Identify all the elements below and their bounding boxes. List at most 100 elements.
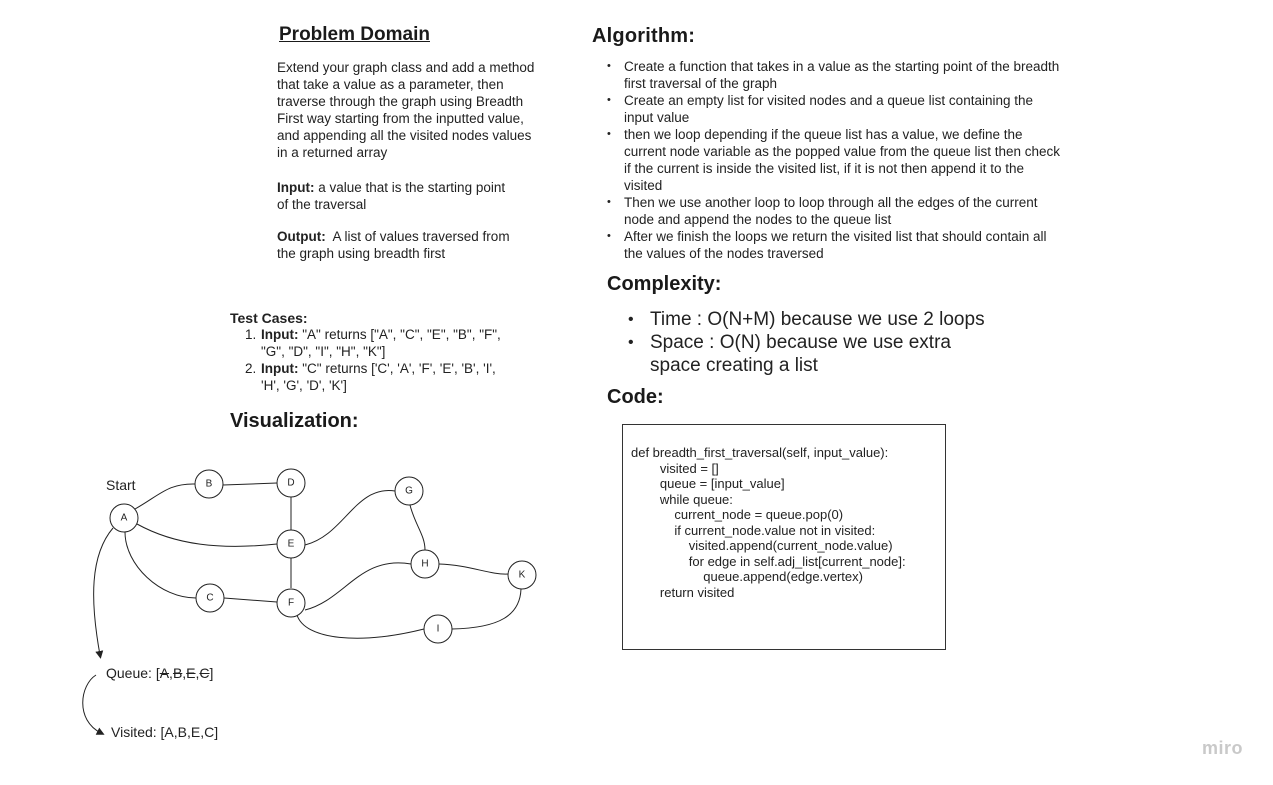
test-case-item: 2. Input: "C" returns ['C', 'A', 'F', 'E… [245, 360, 545, 394]
edge-start-queue [93, 527, 114, 659]
code-title: Code: [607, 386, 664, 408]
node-k-label: K [519, 570, 526, 581]
input-text: of the traversal [277, 197, 367, 212]
test-case-number: 1. [245, 327, 257, 342]
code-line: if current_node.value not in visited: [631, 522, 876, 538]
complexity-time: Time : O(N+M) because we use 2 loops [628, 308, 1028, 331]
description-line: in a returned array [277, 145, 388, 160]
edge-i-k [451, 588, 522, 630]
code-line: for edge in self.adj_list[current_node]: [631, 553, 906, 569]
code-line: while queue: [631, 491, 733, 507]
step-line: then we loop depending if the queue list… [624, 127, 1023, 142]
queue-item: C [199, 665, 210, 681]
algorithm-step: Then we use another loop to loop through… [607, 194, 1107, 228]
node-d-label: D [287, 478, 294, 489]
output-label: Output: [277, 229, 326, 244]
queue-item: B [172, 665, 183, 681]
algorithm-steps: Create a function that takes in a value … [607, 58, 1107, 262]
edge-queue-visited [82, 674, 105, 735]
step-line: current node variable as the popped valu… [624, 144, 1061, 159]
algorithm-step: Create a function that takes in a value … [607, 58, 1107, 92]
complexity-space: Space : O(N) because we use extra space … [628, 331, 1028, 377]
description-line: traverse through the graph using Breadth [277, 94, 524, 109]
node-k [507, 560, 537, 590]
node-a [109, 503, 139, 533]
edge-e-g [304, 490, 396, 546]
step-line: After we finish the loops we return the … [624, 229, 1047, 244]
test-case-item: 1. Input: "A" returns ["A", "C", "E", "B… [245, 326, 545, 360]
code-line: queue.append(edge.vertex) [631, 569, 863, 584]
step-line: visited [624, 178, 663, 193]
description-line: that take a value as a parameter, then [277, 77, 504, 92]
node-g-label: G [405, 486, 413, 497]
node-c-label: C [206, 593, 213, 604]
problem-description: Extend your graph class and add a method… [277, 59, 562, 161]
edge-f-h [304, 562, 412, 611]
edge-a-b [134, 483, 197, 510]
step-line: first traversal of the graph [624, 76, 778, 91]
visualization-title: Visualization: [230, 410, 359, 432]
code-line: def breadth_first_traversal(self, input_… [631, 445, 889, 460]
algorithm-step: After we finish the loops we return the … [607, 228, 1107, 262]
step-line: Create a function that takes in a value … [624, 59, 1060, 74]
visited-label: Visited: [A,B,E,C] [111, 724, 219, 740]
node-c [195, 583, 225, 613]
complexity-space-text: space creating a list [650, 355, 818, 376]
edge-h-k [438, 563, 509, 575]
problem-domain-title: Problem Domain [279, 24, 430, 45]
node-b [194, 469, 224, 499]
test-case-label: Input: [261, 327, 299, 342]
code-line: visited = [] [631, 460, 719, 476]
output-description: Output: A list of values traversed from … [277, 228, 557, 262]
code-box: def breadth_first_traversal(self, input_… [622, 424, 946, 650]
node-i-label: I [437, 624, 440, 635]
algorithm-title: Algorithm: [592, 25, 696, 47]
queue-item: A [159, 665, 170, 681]
test-case-text: "C" returns ['C', 'A', 'F', 'E', 'B', 'I… [298, 361, 496, 376]
edge-c-f [223, 597, 278, 603]
node-a-label: A [121, 513, 128, 524]
node-h [410, 549, 440, 579]
input-label: Input: [277, 180, 315, 195]
edge-f-i [296, 614, 425, 639]
miro-logo: miro [1202, 738, 1244, 758]
test-case-text: "A" returns ["A", "C", "E", "B", "F", [298, 327, 501, 342]
step-line: Then we use another loop to loop through… [624, 195, 1038, 210]
step-line: input value [624, 110, 690, 125]
edge-a-c [124, 531, 197, 599]
test-case-text: 'H', 'G', 'D', 'K'] [261, 378, 347, 393]
input-description: Input: a value that is the starting poin… [277, 179, 557, 213]
node-e-label: E [288, 539, 295, 550]
algorithm-step: Create an empty list for visited nodes a… [607, 92, 1107, 126]
test-case-number: 2. [245, 361, 257, 376]
code-line: current_node = queue.pop(0) [631, 507, 844, 522]
start-label: Start [106, 477, 136, 493]
step-line: the values of the nodes traversed [624, 246, 824, 261]
algorithm-step: then we loop depending if the queue list… [607, 126, 1107, 194]
node-f [276, 588, 306, 618]
complexity-space-text: Space : O(N) because we use extra [650, 332, 951, 353]
output-text: the graph using breadth first [277, 246, 446, 261]
node-h-label: H [421, 559, 428, 570]
code-block: def breadth_first_traversal(self, input_… [623, 425, 945, 600]
complexity-time-text: Time : O(N+M) because we use 2 loops [650, 309, 985, 330]
description-line: Extend your graph class and add a method [277, 60, 535, 75]
complexity-list: Time : O(N+M) because we use 2 loops Spa… [628, 308, 1028, 377]
node-g [394, 476, 424, 506]
step-line: node and append the nodes to the queue l… [624, 212, 892, 227]
step-line: Create an empty list for visited nodes a… [624, 93, 1033, 108]
node-b-label: B [206, 479, 213, 490]
complexity-title: Complexity: [607, 273, 722, 295]
queue-prefix: Queue: [ [106, 665, 160, 681]
node-i [423, 614, 453, 644]
node-f-label: F [288, 598, 294, 609]
output-text: A list of values traversed from [325, 229, 510, 244]
node-e [276, 529, 306, 559]
input-text: a value that is the starting point [314, 180, 506, 195]
test-case-label: Input: [261, 361, 299, 376]
code-line: return visited [631, 584, 735, 600]
test-cases-title: Test Cases: [230, 310, 308, 326]
code-line: visited.append(current_node.value) [631, 538, 893, 553]
queue-suffix: ] [209, 665, 214, 681]
